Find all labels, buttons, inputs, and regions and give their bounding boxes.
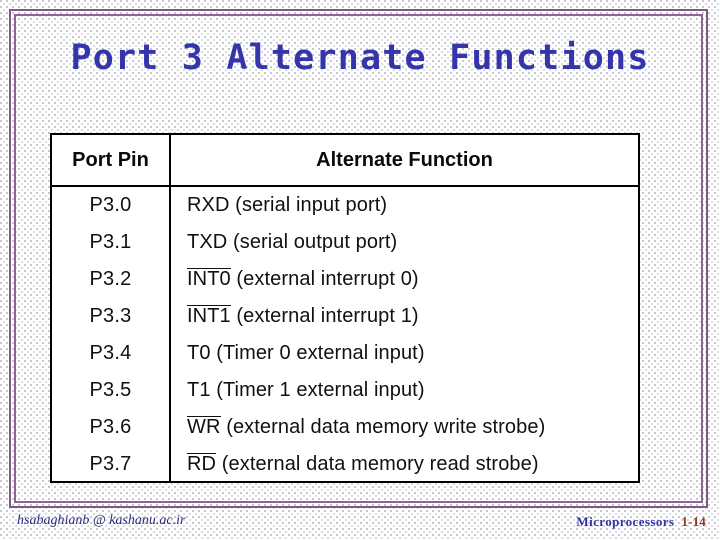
- cell-port-pin: P3.5: [52, 372, 171, 409]
- cell-port-pin: P3.1: [52, 224, 171, 261]
- overline-signal-name: WR: [187, 416, 221, 438]
- footer-email: hsabaghianb @ kashanu.ac.ir: [17, 513, 186, 528]
- port3-alternate-functions-table: Port Pin Alternate Function P3.0 RXD (ser…: [50, 133, 640, 483]
- cell-port-pin: P3.7: [52, 446, 171, 483]
- table-header: Port Pin Alternate Function: [52, 135, 638, 187]
- cell-alternate-function: INT1 (external interrupt 1): [170, 298, 638, 335]
- footer-page-number: 1-14: [681, 514, 706, 529]
- function-description: T1 (Timer 1 external input): [187, 379, 425, 401]
- overline-signal-name: RD: [187, 453, 217, 475]
- cell-port-pin: P3.0: [52, 186, 171, 224]
- table-row: P3.4 T0 (Timer 0 external input): [52, 335, 638, 372]
- cell-alternate-function: RD (external data memory read strobe): [170, 446, 638, 483]
- cell-alternate-function: T1 (Timer 1 external input): [170, 372, 638, 409]
- table-row: P3.5 T1 (Timer 1 external input): [52, 372, 638, 409]
- function-description: RXD (serial input port): [187, 194, 388, 216]
- footer-right: Microprocessors 1-14: [576, 514, 706, 530]
- table-body: P3.0 RXD (serial input port) P3.1 TXD (seri…: [52, 186, 638, 483]
- cell-alternate-function: RXD (serial input port): [170, 186, 638, 224]
- overline-signal-name: INT1: [187, 305, 231, 327]
- table-row: P3.0 RXD (serial input port): [52, 186, 638, 224]
- function-description: T0 (Timer 0 external input): [187, 342, 425, 364]
- table: Port Pin Alternate Function P3.0 RXD (ser…: [52, 135, 638, 483]
- function-description: TXD (serial output port): [187, 231, 398, 253]
- cell-port-pin: P3.4: [52, 335, 171, 372]
- table-row: P3.1 TXD (serial output port): [52, 224, 638, 261]
- footer-course-label: Microprocessors: [576, 514, 675, 529]
- cell-port-pin: P3.6: [52, 409, 171, 446]
- column-header-port-pin: Port Pin: [52, 135, 171, 187]
- cell-alternate-function: T0 (Timer 0 external input): [170, 335, 638, 372]
- function-description: (external data memory write strobe): [220, 416, 546, 438]
- table-header-row: Port Pin Alternate Function: [52, 135, 638, 187]
- overline-signal-name: INT0: [187, 268, 231, 290]
- cell-port-pin: P3.2: [52, 261, 171, 298]
- page-title: Port 3 Alternate Functions: [70, 38, 650, 78]
- function-description: (external interrupt 1): [230, 305, 419, 327]
- function-description: (external interrupt 0): [230, 268, 419, 290]
- column-header-alternate-function: Alternate Function: [170, 135, 638, 187]
- cell-alternate-function: INT0 (external interrupt 0): [170, 261, 638, 298]
- cell-alternate-function: TXD (serial output port): [170, 224, 638, 261]
- function-description: (external data memory read strobe): [216, 453, 539, 475]
- cell-alternate-function: WR (external data memory write strobe): [170, 409, 638, 446]
- cell-port-pin: P3.3: [52, 298, 171, 335]
